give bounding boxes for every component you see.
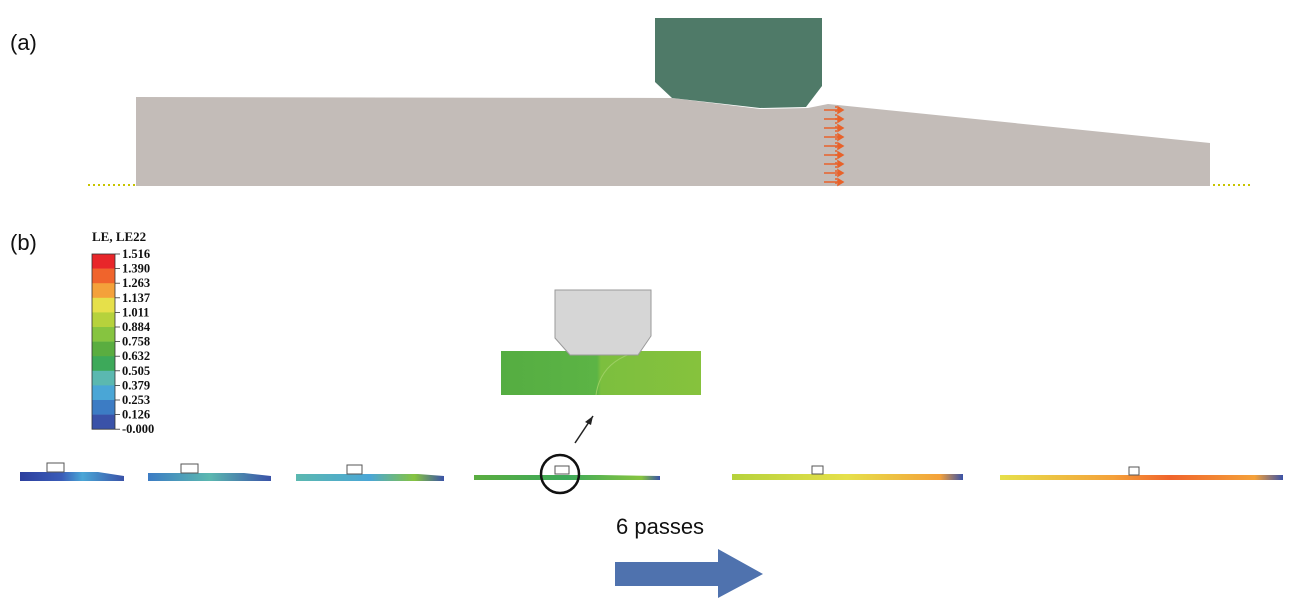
force-arrow xyxy=(824,105,845,115)
pass-roller xyxy=(346,464,363,475)
zoom-highlight-circle xyxy=(539,453,581,495)
legend-swatch xyxy=(92,356,115,372)
panel-a xyxy=(88,18,1252,187)
panel-a-label: (a) xyxy=(10,30,37,55)
pass-workpiece xyxy=(20,472,124,481)
zoom-plate xyxy=(501,351,701,395)
legend-value-label: 1.011 xyxy=(122,305,149,319)
pass-roller xyxy=(811,465,824,475)
legend-swatches xyxy=(91,253,116,430)
legend-swatch xyxy=(92,312,115,328)
zoom-pointer-arrowhead xyxy=(585,416,593,425)
legend-value-label: 0.758 xyxy=(122,335,150,349)
pass-workpiece xyxy=(474,475,660,480)
zoom-strain-boundary xyxy=(595,353,631,396)
pass-workpiece xyxy=(1000,475,1283,480)
force-arrow xyxy=(824,141,845,151)
pass-roller xyxy=(180,463,199,474)
pass-3 xyxy=(296,464,444,481)
legend-value-label: 1.390 xyxy=(122,262,150,276)
legend-swatch xyxy=(92,327,115,342)
zoom-inset xyxy=(501,289,701,444)
workpiece xyxy=(136,97,1210,186)
pass-workpiece xyxy=(732,474,963,480)
legend-value-label: 1.516 xyxy=(122,247,150,261)
legend-swatch xyxy=(92,370,115,386)
legend-value-label: -0.000 xyxy=(122,422,154,436)
pass-2 xyxy=(148,463,271,481)
force-arrow xyxy=(824,159,845,169)
legend-value-label: 0.126 xyxy=(122,408,150,422)
legend-labels: 1.5161.3901.2631.1371.0110.8840.7580.632… xyxy=(115,247,154,436)
legend-swatch xyxy=(92,254,115,269)
pass-roller xyxy=(46,462,65,473)
legend-swatch xyxy=(92,341,115,357)
legend-title: LE, LE22 xyxy=(92,229,146,244)
pass-4 xyxy=(474,453,660,495)
pass-roller xyxy=(1128,466,1140,476)
legend-value-label: 0.632 xyxy=(122,349,150,363)
zoom-roller xyxy=(554,289,652,356)
legend-swatch xyxy=(92,268,115,284)
pass-1 xyxy=(20,462,124,481)
pass-6 xyxy=(1000,466,1283,480)
direction-arrow xyxy=(615,549,763,598)
pass-workpiece xyxy=(296,474,444,481)
color-legend: LE, LE22 1.5161.3901.2631.1371.0110.8840… xyxy=(91,229,154,436)
legend-swatch xyxy=(92,283,115,299)
roller xyxy=(655,18,822,108)
legend-value-label: 1.263 xyxy=(122,276,150,290)
passes-label: 6 passes xyxy=(616,514,704,539)
legend-swatch xyxy=(92,414,115,430)
force-arrow xyxy=(824,132,845,142)
force-arrow xyxy=(824,150,845,160)
legend-value-label: 0.884 xyxy=(122,320,151,334)
legend-value-label: 0.253 xyxy=(122,393,150,407)
pass-sequence xyxy=(20,453,1283,495)
legend-value-label: 0.379 xyxy=(122,378,150,392)
legend-swatch xyxy=(92,297,115,313)
legend-value-label: 0.505 xyxy=(122,364,150,378)
pass-roller xyxy=(554,465,570,475)
pass-workpiece xyxy=(148,473,271,481)
pass-5 xyxy=(732,465,963,480)
force-arrow xyxy=(824,168,845,178)
force-arrow xyxy=(824,177,845,187)
legend-swatch xyxy=(92,400,115,415)
legend-swatch xyxy=(92,385,115,401)
force-arrow xyxy=(824,123,845,133)
legend-value-label: 1.137 xyxy=(122,291,150,305)
direction-annotation: 6 passes xyxy=(615,514,763,598)
force-arrows xyxy=(824,105,845,187)
panel-b-label: (b) xyxy=(10,230,37,255)
force-arrow xyxy=(824,114,845,124)
